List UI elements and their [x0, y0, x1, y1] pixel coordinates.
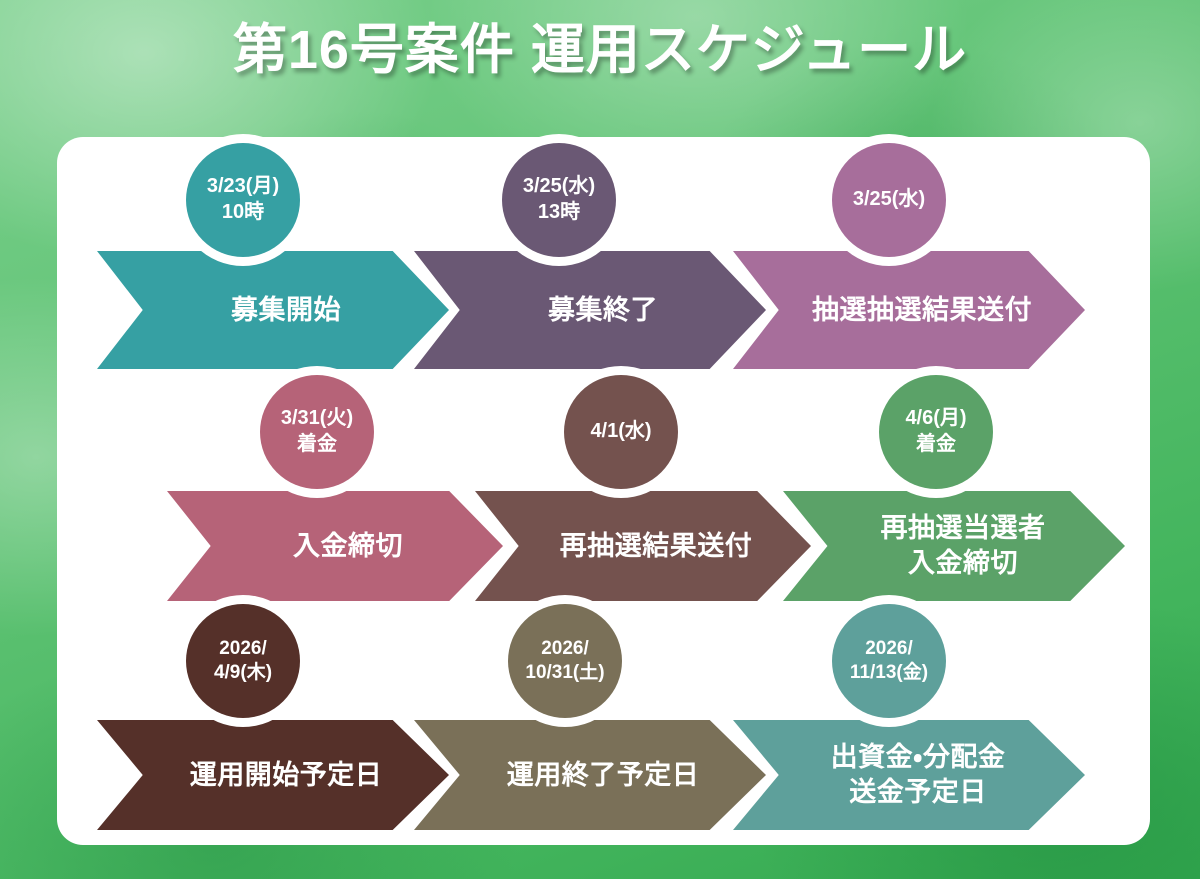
schedule-row: 入金締切 3/31(火) 着金 再抽選結果送付 4/1(水) 再抽選当選者 入金…: [57, 375, 1150, 601]
step-chevron: 再抽選当選者 入金締切: [783, 491, 1125, 601]
schedule-step[interactable]: 再抽選当選者 入金締切 4/6(月) 着金: [783, 375, 1125, 601]
step-label: 運用開始予定日: [189, 759, 383, 790]
step-date-badge: 3/25(水) 13時: [502, 143, 616, 257]
step-date-text: 2026/ 4/9(木): [213, 637, 273, 683]
step-chevron: 募集開始: [97, 251, 449, 369]
step-label: 再抽選当選者 入金締切: [880, 513, 1046, 578]
page-title: 第16号案件 運用スケジュール: [232, 20, 968, 80]
step-date-text: 3/23(月) 10時: [206, 175, 280, 223]
step-date-text: 4/1(水): [590, 420, 652, 443]
step-chevron: 抽選抽選結果送付: [733, 251, 1085, 369]
step-chevron: 運用開始予定日: [97, 720, 449, 830]
step-date-text: 2026/ 11/13(金): [849, 637, 929, 683]
step-date-badge: 3/25(水): [832, 143, 946, 257]
step-date-badge: 3/23(月) 10時: [186, 143, 300, 257]
step-date-text: 3/25(水) 13時: [522, 175, 596, 223]
step-date-badge: 4/6(月) 着金: [879, 375, 993, 489]
step-date-text: 3/31(火) 着金: [280, 407, 354, 455]
step-date-badge: 2026/ 4/9(木): [186, 604, 300, 718]
schedule-step[interactable]: 出資金・分配金 送金予定日 2026/ 11/13(金): [733, 604, 1085, 830]
schedule-row: 運用開始予定日 2026/ 4/9(木) 運用終了予定日 2026/ 10/31…: [57, 604, 1150, 830]
schedule-step[interactable]: 抽選抽選結果送付 3/25(水): [733, 143, 1085, 369]
schedule-row: 募集開始 3/23(月) 10時 募集終了 3/25(水) 13時 抽選抽選結果…: [57, 143, 1150, 369]
schedule-step[interactable]: 入金締切 3/31(火) 着金: [167, 375, 503, 601]
step-label: 入金締切: [293, 530, 403, 561]
step-chevron: 再抽選結果送付: [475, 491, 811, 601]
step-chevron: 入金締切: [167, 491, 503, 601]
schedule-step[interactable]: 運用終了予定日 2026/ 10/31(土): [414, 604, 766, 830]
step-date-badge: 3/31(火) 着金: [260, 375, 374, 489]
step-chevron: 出資金・分配金 送金予定日: [733, 720, 1085, 830]
step-date-badge: 2026/ 11/13(金): [832, 604, 946, 718]
schedule-step[interactable]: 募集開始 3/23(月) 10時: [97, 143, 449, 369]
step-label: 出資金・分配金 送金予定日: [830, 742, 1006, 807]
step-label: 再抽選結果送付: [559, 530, 753, 561]
step-label: 運用終了予定日: [506, 759, 700, 790]
schedule-step[interactable]: 再抽選結果送付 4/1(水): [475, 375, 811, 601]
schedule-card: 募集開始 3/23(月) 10時 募集終了 3/25(水) 13時 抽選抽選結果…: [57, 137, 1150, 845]
step-label: 募集開始: [231, 294, 341, 325]
step-date-badge: 4/1(水): [564, 375, 678, 489]
schedule-step[interactable]: 運用開始予定日 2026/ 4/9(木): [97, 604, 449, 830]
step-date-badge: 2026/ 10/31(土): [508, 604, 622, 718]
step-date-text: 3/25(水): [852, 188, 926, 211]
step-date-text: 2026/ 10/31(土): [525, 637, 605, 683]
step-label: 募集終了: [548, 294, 658, 325]
step-label: 抽選抽選結果送付: [812, 294, 1032, 325]
step-chevron: 募集終了: [414, 251, 766, 369]
schedule-step[interactable]: 募集終了 3/25(水) 13時: [414, 143, 766, 369]
step-chevron: 運用終了予定日: [414, 720, 766, 830]
step-date-text: 4/6(月) 着金: [905, 407, 967, 455]
